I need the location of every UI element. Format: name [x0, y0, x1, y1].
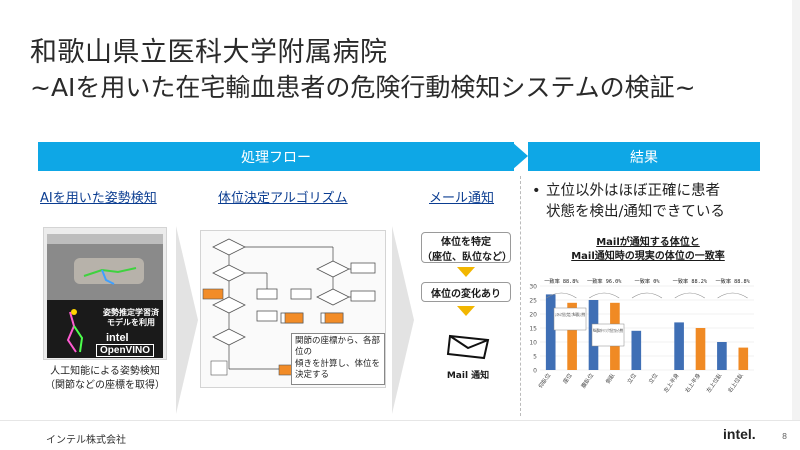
mail-step-identify-line2: （座位、臥位など）: [422, 251, 512, 263]
y-tick-label: 30: [529, 284, 537, 291]
algo-flowchart-panel: 関節の座標から、各部位の 傾きを計算し、体位を決定する: [200, 230, 386, 388]
chevron-right-icon: [392, 226, 414, 414]
bullet-icon: •: [532, 183, 541, 199]
group-match-label: 一致率 88.8%: [715, 277, 750, 285]
page-number: 8: [782, 432, 788, 441]
mail-step-change: 体位の変化あり: [421, 282, 511, 302]
group-match-label: 一致率 0%: [635, 277, 661, 285]
y-tick-label: 5: [533, 354, 537, 361]
y-tick-label: 0: [533, 368, 537, 375]
group-match-label: 一致率 88.8%: [544, 277, 579, 285]
intel-logo: intel.: [723, 426, 756, 442]
intel-brand: intel: [106, 332, 129, 344]
footer-divider: [0, 420, 800, 421]
group-match-label: 一致率 96.0%: [587, 277, 622, 285]
x-tick-label: 左上半身: [662, 371, 681, 394]
algo-heading: 体位決定アルゴリズム: [218, 191, 348, 206]
pose-caption-line2: （関節などの座標を取得）: [45, 379, 165, 391]
x-tick-label: 左上位臥: [704, 371, 723, 394]
pose-overlay-line2: モデルを利用: [107, 318, 155, 328]
result-summary: • 立位以外はほぼ正確に患者 状態を検出/通知できている: [532, 181, 772, 223]
bar: [738, 347, 749, 370]
arrow-down-icon: [457, 306, 475, 316]
bar: [567, 302, 577, 370]
side-strip: [792, 0, 800, 420]
annotation-box: [553, 307, 587, 331]
group-arc: [674, 292, 705, 299]
group-arc: [589, 292, 620, 299]
mail-icon: [446, 334, 490, 360]
pose-heading: AIを用いた姿勢検知: [40, 191, 157, 206]
y-tick-label: 15: [529, 326, 537, 333]
mail-step-identify: 体位を特定 （座位、臥位など）: [421, 232, 512, 263]
pose-overlay-line1: 姿勢推定学習済: [103, 308, 159, 317]
x-tick-label: 右上位臥: [726, 371, 745, 394]
algo-note-line2: 傾きを計算し、体位を決定する: [295, 358, 381, 381]
algo-flowchart: [202, 238, 376, 376]
group-arc: [717, 292, 748, 299]
group-arc: [631, 292, 663, 299]
bar: [545, 294, 556, 370]
footer-company: インテル株式会社: [46, 435, 126, 446]
result-line2: 状態を検出/通知できている: [546, 204, 725, 221]
mail-heading: メール通知: [429, 191, 495, 206]
pose-image: [47, 234, 163, 358]
y-tick-label: 10: [529, 340, 537, 347]
bar: [674, 322, 684, 370]
x-tick-label: 腹臥位: [579, 371, 595, 390]
flow-bar: 処理フロー: [38, 142, 514, 171]
x-tick-label: 座位: [561, 371, 574, 385]
x-tick-label: 立位: [646, 371, 659, 385]
bar: [695, 328, 706, 370]
flow-arrow-icon: [512, 142, 528, 170]
mail-notify-label: Mail 通知: [446, 371, 490, 381]
annotation-actual: Mail通知のタイミングで臥位であった件数: [593, 327, 623, 334]
result-line1: 立位以外はほぼ正確に患者: [546, 183, 720, 199]
chart-title: Mailが通知する体位と Mail通知時の現実の体位の一致率: [536, 236, 760, 264]
x-tick-label: 立位: [625, 371, 638, 385]
arrow-down-icon: [457, 267, 475, 277]
annotation-detected: システムで臥位と判定してMail通知した件数: [555, 311, 585, 318]
openvino-brand: OpenVINO: [96, 344, 155, 357]
y-tick-label: 25: [529, 298, 537, 305]
algo-note: 関節の座標から、各部位の 傾きを計算し、体位を決定する: [291, 333, 385, 385]
y-tick-label: 20: [529, 312, 537, 319]
page-title: 和歌山県立医科大学附属病院: [30, 37, 388, 68]
annotation-box: [591, 323, 625, 347]
section-divider: [520, 176, 521, 416]
pose-caption: 人工知能による姿勢検知 （関節などの座標を取得）: [40, 365, 170, 392]
result-bar: 結果: [528, 142, 760, 171]
algo-note-line1: 関節の座標から、各部位の: [295, 336, 381, 358]
group-arc: [546, 292, 577, 299]
chart-title-line1: Mailが通知する体位と: [596, 237, 700, 248]
x-tick-label: 仰臥位: [536, 371, 552, 390]
page-subtitle: ~AIを用いた在宅輸血患者の危険行動検知システムの検証~: [30, 73, 696, 102]
bar: [717, 342, 727, 370]
mail-step-identify-line1: 体位を特定: [441, 236, 491, 248]
group-match-label: 一致率 88.2%: [673, 277, 708, 285]
x-tick-label: 側臥: [604, 371, 617, 385]
pose-overlay-text: 姿勢推定学習済 モデルを利用: [96, 308, 166, 329]
pose-caption-line1: 人工知能による姿勢検知: [50, 366, 160, 377]
chevron-right-icon: [176, 226, 198, 414]
bar: [631, 330, 642, 370]
pose-image-panel: 姿勢推定学習済 モデルを利用 intel OpenVINO: [43, 227, 167, 360]
match-rate-chart: 051015202530仰臥位座位腹臥位側臥立位立位左上半身右上半身左上位臥右上…: [529, 277, 754, 394]
x-tick-label: 右上半身: [683, 371, 702, 394]
chart-title-line2: Mail通知時の現実の体位の一致率: [571, 251, 725, 262]
